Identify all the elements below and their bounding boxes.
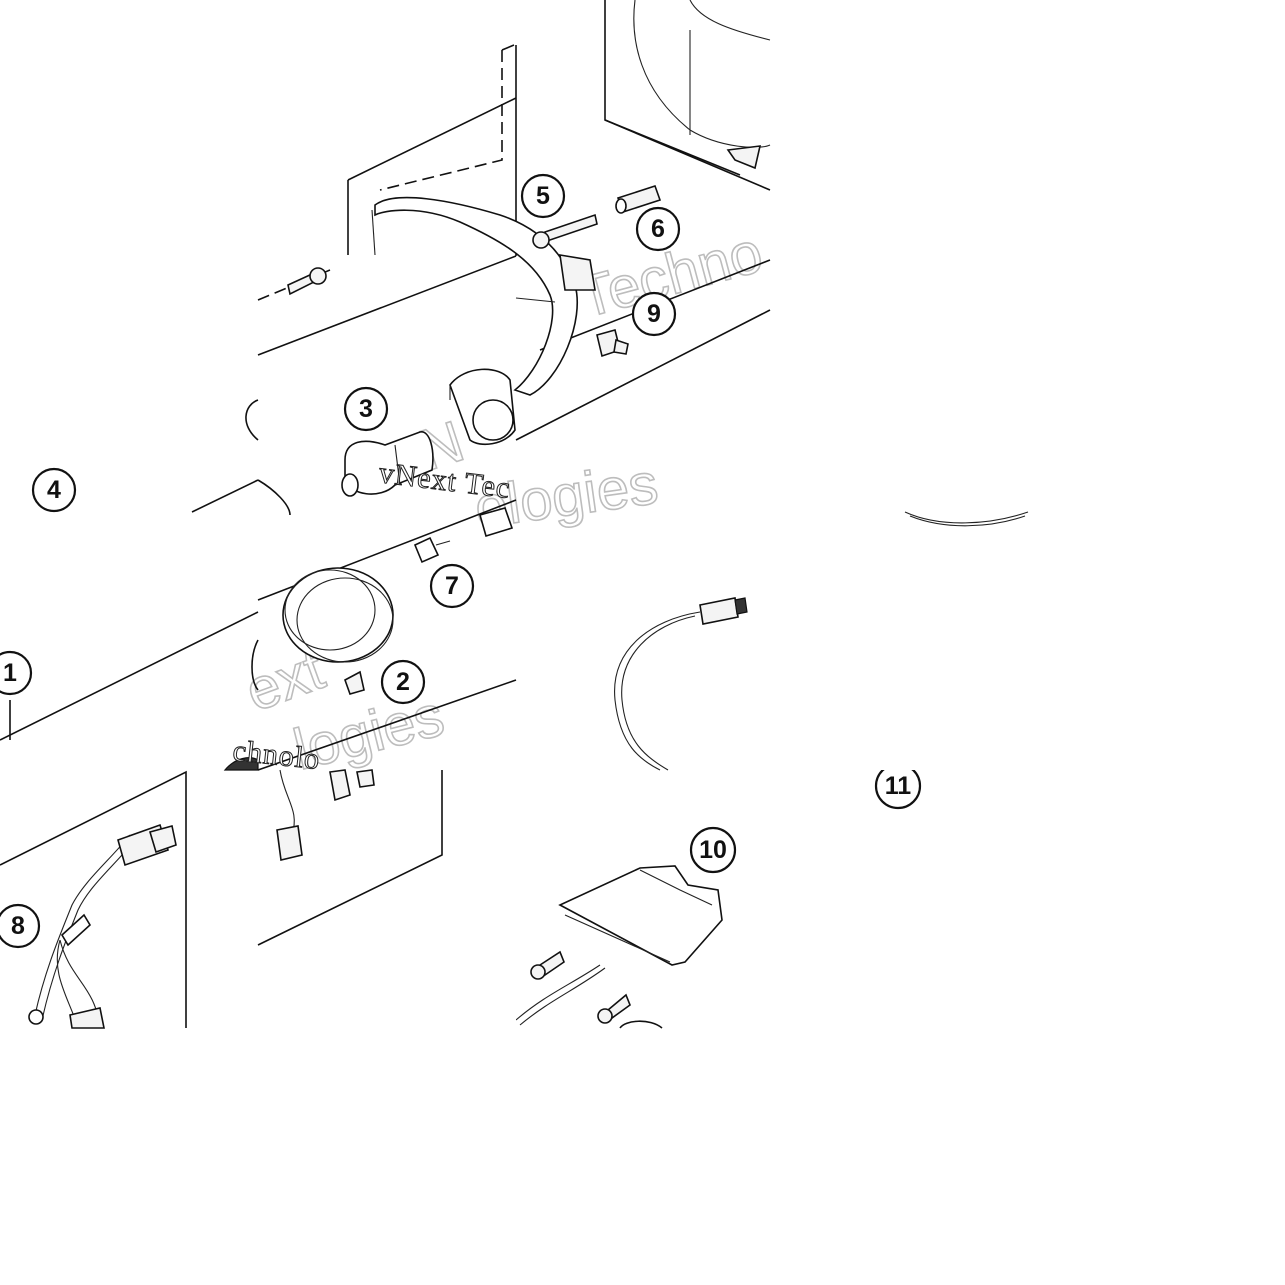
bolt-part bbox=[287, 267, 327, 296]
lens-fragment bbox=[245, 399, 291, 691]
watermark-text: vNext Tec bbox=[377, 456, 512, 505]
callout-label: 9 bbox=[647, 300, 661, 328]
callout-11: 11 bbox=[874, 762, 922, 810]
headlight-bulb bbox=[341, 431, 434, 497]
callout-label: 7 bbox=[445, 572, 459, 600]
callout-label: 5 bbox=[536, 182, 550, 210]
callout-label: 10 bbox=[699, 836, 727, 864]
wire-connector bbox=[223, 757, 375, 861]
callout-2: 2 bbox=[380, 659, 426, 705]
cable-loop bbox=[614, 511, 1029, 771]
callout-1: 1 bbox=[0, 650, 33, 696]
callout-label: 6 bbox=[651, 215, 665, 243]
callout-4: 4 bbox=[31, 467, 77, 513]
callout-label: 3 bbox=[359, 395, 373, 423]
nut-part bbox=[596, 329, 629, 358]
callout-label: 8 bbox=[11, 912, 25, 940]
callout-label: 11 bbox=[885, 772, 912, 800]
small-bulb bbox=[413, 507, 514, 564]
callout-3: 3 bbox=[343, 386, 389, 432]
headlight-housing-box bbox=[604, 0, 771, 191]
taillight-part bbox=[515, 865, 723, 1029]
callout-8: 8 bbox=[0, 903, 41, 949]
spacer-part bbox=[615, 184, 662, 214]
callout-label: 1 bbox=[3, 659, 17, 687]
callout-5: 5 bbox=[520, 173, 566, 219]
screw-part bbox=[532, 213, 598, 249]
wire-harness bbox=[28, 823, 177, 1029]
rubber-boot bbox=[282, 567, 394, 695]
callout-7: 7 bbox=[429, 563, 475, 609]
callout-6: 6 bbox=[635, 206, 681, 252]
callout-label: 2 bbox=[396, 668, 410, 696]
headlight-reflector bbox=[371, 196, 596, 396]
bulb-holder bbox=[449, 368, 516, 446]
callout-label: 4 bbox=[47, 476, 61, 504]
callout-10: 10 bbox=[689, 826, 737, 874]
callout-9: 9 bbox=[631, 291, 677, 337]
